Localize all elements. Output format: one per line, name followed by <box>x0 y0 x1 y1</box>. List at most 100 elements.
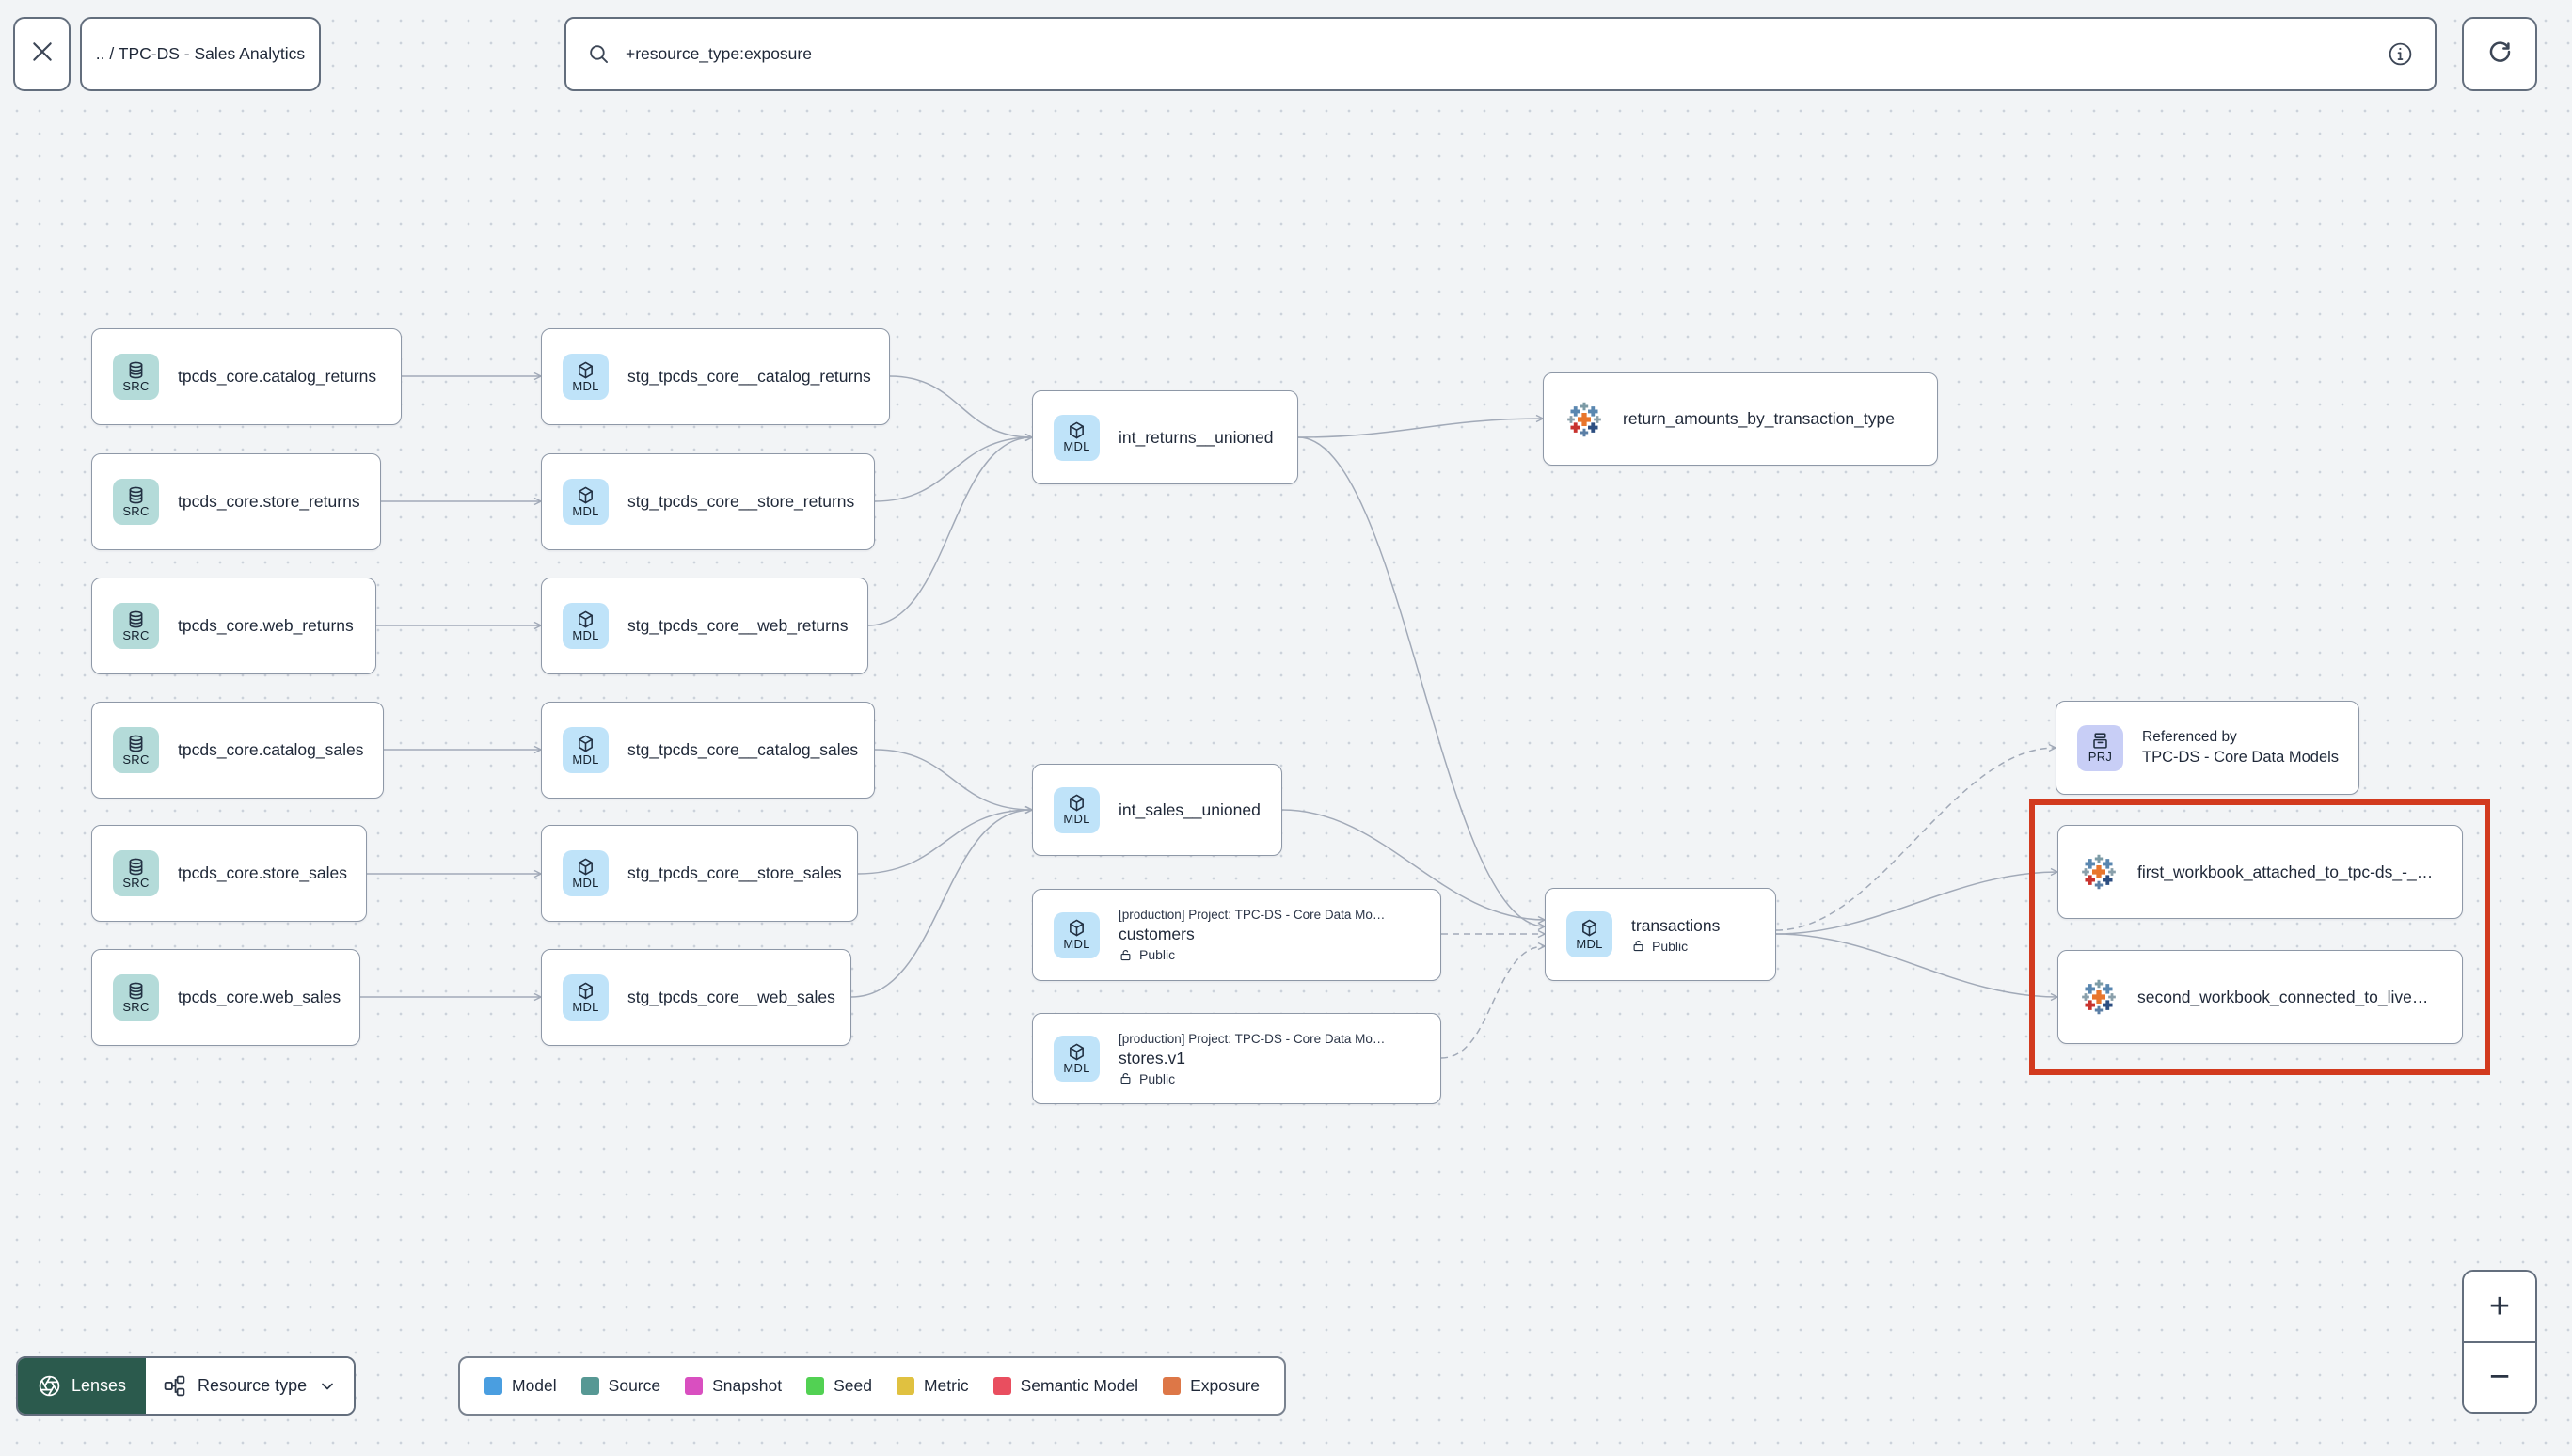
info-icon[interactable] <box>2387 40 2414 68</box>
node-title: TPC-DS - Core Data Models <box>2142 749 2340 766</box>
zoom-in-button[interactable]: + <box>2464 1272 2535 1341</box>
cube-icon <box>1067 918 1087 938</box>
node-stg-store-sales[interactable]: MDL stg_tpcds_core__store_sales <box>541 825 858 922</box>
archive-icon <box>2090 731 2110 751</box>
search-input[interactable] <box>624 43 2374 65</box>
node-second-workbook[interactable]: second_workbook_connected_to_live… <box>2057 950 2463 1044</box>
node-text: return_amounts_by_transaction_type <box>1623 409 1895 429</box>
tableau-icon <box>1564 400 1604 439</box>
node-title: int_returns__unioned <box>1119 427 1274 447</box>
lenses-label: Lenses <box>71 1376 127 1395</box>
node-stg-catalog-sales[interactable]: MDL stg_tpcds_core__catalog_sales <box>541 702 875 799</box>
node-text: tpcds_core.web_returns <box>178 616 354 636</box>
node-title: int_sales__unioned <box>1119 799 1261 819</box>
node-title: stg_tpcds_core__catalog_sales <box>627 740 859 759</box>
refresh-icon <box>2485 38 2514 71</box>
badge-label: MDL <box>1063 439 1090 454</box>
node-title: tpcds_core.catalog_returns <box>178 367 377 386</box>
badge-label: SRC <box>122 378 150 393</box>
node-stg-store-returns[interactable]: MDL stg_tpcds_core__store_returns <box>541 453 875 550</box>
node-text: tpcds_core.store_sales <box>178 863 347 883</box>
badge-label: SRC <box>122 752 150 767</box>
node-title: tpcds_core.store_returns <box>178 492 360 511</box>
cube-badge: MDL <box>1054 1036 1100 1082</box>
database-badge: SRC <box>113 354 159 400</box>
database-icon <box>126 734 146 753</box>
legend-swatch <box>685 1377 704 1395</box>
legend-label: Snapshot <box>712 1376 783 1395</box>
database-badge: SRC <box>113 479 159 525</box>
legend-label: Exposure <box>1190 1376 1261 1395</box>
database-icon <box>126 981 146 1001</box>
database-icon <box>126 857 146 877</box>
search-bar[interactable] <box>564 17 2437 91</box>
node-text: [production] Project: TPC-DS - Core Data… <box>1119 908 1385 962</box>
legend-item-model: Model <box>484 1376 557 1396</box>
badge-label: MDL <box>572 627 599 642</box>
search-icon <box>587 42 611 66</box>
badge-label: MDL <box>1063 1060 1090 1075</box>
cube-icon <box>576 360 595 380</box>
node-text: tpcds_core.catalog_returns <box>178 367 376 387</box>
legend-item-semantic-model: Semantic Model <box>992 1376 1138 1396</box>
unlock-icon <box>1631 939 1645 953</box>
cube-badge: MDL <box>563 727 609 773</box>
database-badge: SRC <box>113 727 159 773</box>
node-access: Public <box>1631 939 1720 954</box>
node-src-catalog-returns[interactable]: SRC tpcds_core.catalog_returns <box>91 328 402 425</box>
lenses-button[interactable]: Lenses <box>18 1358 147 1414</box>
node-title: tpcds_core.store_sales <box>178 863 347 882</box>
node-access: Public <box>1119 1071 1385 1086</box>
node-context: [production] Project: TPC-DS - Core Data… <box>1119 1031 1386 1046</box>
cube-badge: MDL <box>563 479 609 525</box>
legend-swatch <box>580 1377 599 1395</box>
node-title: stg_tpcds_core__store_sales <box>627 863 842 882</box>
node-text: stg_tpcds_core__store_returns <box>627 492 854 512</box>
cube-icon <box>1067 793 1087 813</box>
refresh-button[interactable] <box>2462 17 2537 91</box>
badge-label: MDL <box>572 999 599 1014</box>
cube-icon <box>1067 1042 1087 1062</box>
node-return-amounts-by-transaction-type[interactable]: return_amounts_by_transaction_type <box>1543 372 1938 466</box>
node-text: stg_tpcds_core__catalog_sales <box>627 740 859 760</box>
cube-icon <box>1067 420 1087 440</box>
node-src-store-returns[interactable]: SRC tpcds_core.store_returns <box>91 453 381 550</box>
legend-label: Metric <box>923 1376 969 1395</box>
cube-badge: MDL <box>563 603 609 649</box>
node-text: stg_tpcds_core__catalog_returns <box>627 367 871 387</box>
legend-swatch <box>484 1377 502 1395</box>
edge <box>889 375 1034 442</box>
legend-item-seed: Seed <box>806 1376 872 1396</box>
edge <box>874 749 1034 815</box>
node-stg-catalog-returns[interactable]: MDL stg_tpcds_core__catalog_returns <box>541 328 890 425</box>
resource-type-dropdown[interactable]: Resource type <box>146 1358 355 1414</box>
cube-badge: MDL <box>563 354 609 400</box>
node-stores-v1[interactable]: MDL [production] Project: TPC-DS - Core D… <box>1032 1013 1441 1104</box>
node-customers[interactable]: MDL[production] Project: TPC-DS - Core D… <box>1032 889 1441 981</box>
archive-badge: PRJ <box>2077 724 2123 771</box>
legend-item-exposure: Exposure <box>1163 1376 1260 1396</box>
node-stg-web-sales[interactable]: MDL stg_tpcds_core__web_sales <box>541 949 851 1046</box>
close-button[interactable] <box>13 17 71 91</box>
node-int-returns-unioned[interactable]: MDL int_returns__unioned <box>1032 390 1298 484</box>
node-text: [production] Project: TPC-DS - Core Data… <box>1119 1032 1385 1086</box>
edge-dashed <box>1440 942 1547 1059</box>
badge-label: MDL <box>572 875 599 890</box>
zoom-out-button[interactable]: − <box>2464 1340 2535 1412</box>
badge-label: MDL <box>572 503 599 518</box>
node-first-workbook[interactable]: first_workbook_attached_to_tpc-ds_-_… <box>2057 825 2463 919</box>
breadcrumb[interactable]: .. / TPC-DS - Sales Analytics <box>80 17 321 91</box>
cube-badge: MDL <box>563 850 609 896</box>
cube-badge: MDL <box>1054 414 1100 461</box>
node-text: stg_tpcds_core__web_sales <box>627 988 835 1007</box>
